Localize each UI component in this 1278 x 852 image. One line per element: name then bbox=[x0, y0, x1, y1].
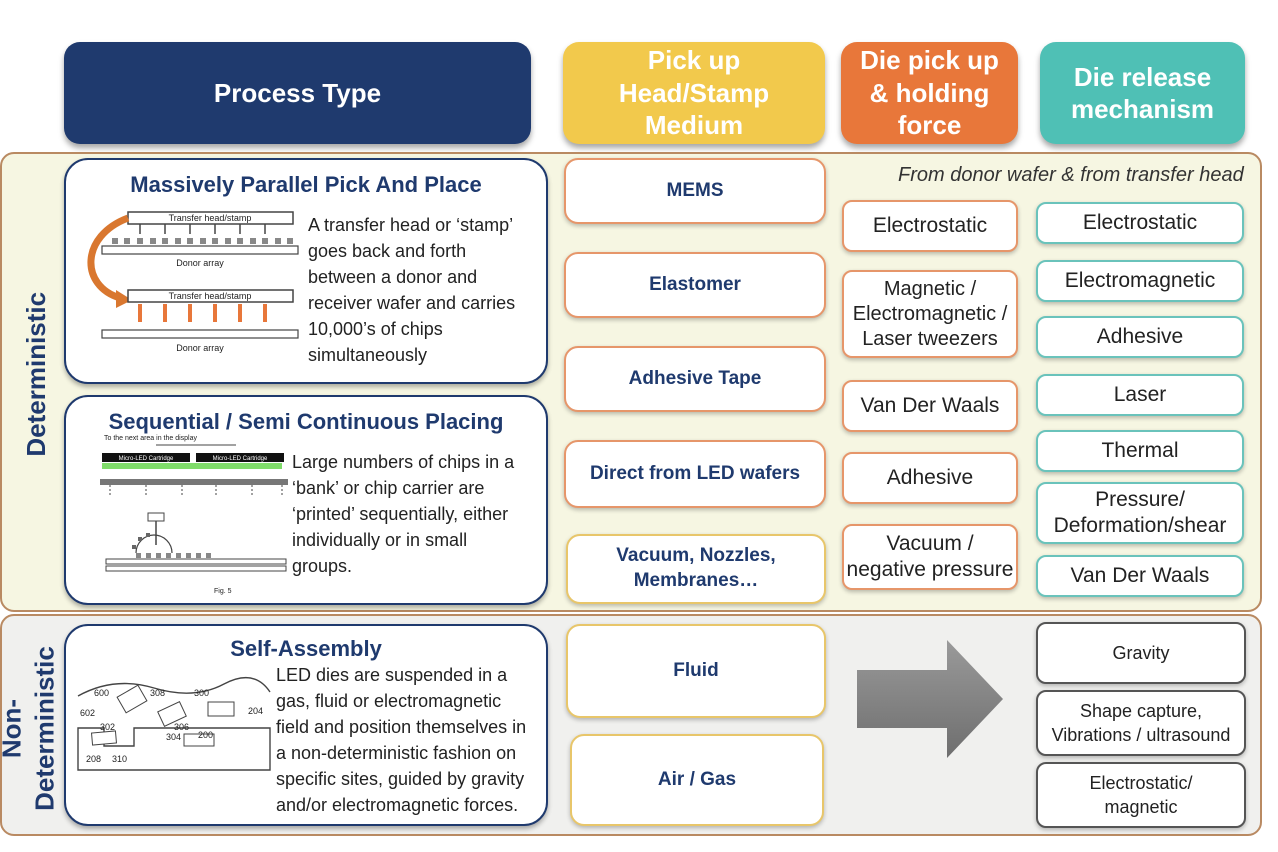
release-pressure: Pressure/ Deformation/shear bbox=[1036, 482, 1244, 544]
sa-fig-num-9: 200 bbox=[198, 730, 213, 740]
release-van-der-waals: Van Der Waals bbox=[1036, 555, 1244, 597]
parallel-fig-head-label: Transfer head/stamp bbox=[169, 213, 252, 223]
sa-fig-num-1: 602 bbox=[80, 708, 95, 718]
parallel-title: Massively Parallel Pick And Place bbox=[130, 172, 482, 197]
parallel-fig-head-label-2: Transfer head/stamp bbox=[169, 291, 252, 301]
header-pickup-head: Pick up Head/Stamp Medium bbox=[563, 42, 825, 144]
media-mems: MEMS bbox=[564, 158, 826, 224]
sa-fig-num-6: 300 bbox=[194, 688, 209, 698]
sa-fig-num-7: 304 bbox=[166, 732, 181, 742]
release-shape-capture: Shape capture, Vibrations / ultrasound bbox=[1036, 690, 1246, 756]
sa-fig-num-4: 208 bbox=[86, 754, 101, 764]
force-van-der-waals: Van Der Waals bbox=[842, 380, 1018, 432]
parallel-fig-donor-label-2: Donor array bbox=[176, 343, 224, 353]
header-process-type: Process Type bbox=[64, 42, 531, 144]
release-electrostatic-magnetic: Electrostatic/ magnetic bbox=[1036, 762, 1246, 828]
media-fluid: Fluid bbox=[566, 624, 826, 718]
parallel-figure: Transfer head/stamp Donor array Transfer… bbox=[87, 211, 299, 353]
header-die-release: Die release mechanism bbox=[1040, 42, 1245, 144]
parallel-card: Massively Parallel Pick And Place Transf… bbox=[64, 158, 548, 384]
media-direct-led: Direct from LED wafers bbox=[564, 440, 826, 508]
sequential-fig-cart-label-2: Micro-LED Cartridge bbox=[213, 456, 268, 462]
self-assembly-title: Self-Assembly bbox=[230, 636, 382, 661]
force-vacuum: Vacuum / negative pressure bbox=[842, 524, 1018, 590]
release-electrostatic: Electrostatic bbox=[1036, 202, 1244, 244]
sa-fig-num-3: 310 bbox=[112, 754, 127, 764]
sequential-figure: To the next area in the display Micro-LE… bbox=[100, 435, 288, 595]
sa-fig-num-0: 600 bbox=[94, 688, 109, 698]
sequential-description: Large numbers of chips in a ‘bank’ or ch… bbox=[292, 452, 515, 576]
sa-fig-num-2: 302 bbox=[100, 722, 115, 732]
release-thermal: Thermal bbox=[1036, 430, 1244, 472]
sequential-fig-cart-label-1: Micro-LED Cartridge bbox=[119, 456, 174, 462]
force-magnetic: Magnetic / Electromagnetic / Laser tweez… bbox=[842, 270, 1018, 358]
self-assembly-figure: 600 602 302 310 208 308 300 304 306 200 … bbox=[77, 676, 271, 771]
release-gravity: Gravity bbox=[1036, 622, 1246, 684]
media-elastomer: Elastomer bbox=[564, 252, 826, 318]
release-electromagnetic: Electromagnetic bbox=[1036, 260, 1244, 302]
force-electrostatic: Electrostatic bbox=[842, 200, 1018, 252]
parallel-fig-donor-label-1: Donor array bbox=[176, 258, 224, 268]
sequential-fig-number-label: Fig. 5 bbox=[214, 588, 232, 595]
non-deterministic-label: Non-Deterministic bbox=[0, 646, 59, 811]
sa-fig-num-5: 308 bbox=[150, 688, 165, 698]
self-assembly-description: LED dies are suspended in a gas, fluid o… bbox=[276, 665, 527, 815]
sequential-title: Sequential / Semi Continuous Placing bbox=[108, 409, 504, 434]
sequential-card: Sequential / Semi Continuous Placing To … bbox=[64, 395, 548, 605]
sa-fig-num-10: 204 bbox=[248, 706, 263, 716]
media-air-gas: Air / Gas bbox=[570, 734, 824, 826]
release-adhesive: Adhesive bbox=[1036, 316, 1244, 358]
deterministic-label: Deterministic bbox=[20, 291, 51, 457]
arrow-right-icon bbox=[857, 640, 1003, 758]
force-adhesive: Adhesive bbox=[842, 452, 1018, 504]
release-laser: Laser bbox=[1036, 374, 1244, 416]
self-assembly-card: Self-Assembly 600 602 302 310 208 308 30… bbox=[64, 624, 548, 826]
donor-note: From donor wafer & from transfer head bbox=[898, 164, 1244, 186]
header-die-pickup: Die pick up & holding force bbox=[841, 42, 1018, 144]
media-vacuum: Vacuum, Nozzles, Membranes… bbox=[566, 534, 826, 604]
parallel-description: A transfer head or ‘stamp’ goes back and… bbox=[308, 215, 516, 365]
sequential-fig-next-label: To the next area in the display bbox=[104, 435, 198, 442]
sa-fig-num-8: 306 bbox=[174, 722, 189, 732]
media-adhesive-tape: Adhesive Tape bbox=[564, 346, 826, 412]
